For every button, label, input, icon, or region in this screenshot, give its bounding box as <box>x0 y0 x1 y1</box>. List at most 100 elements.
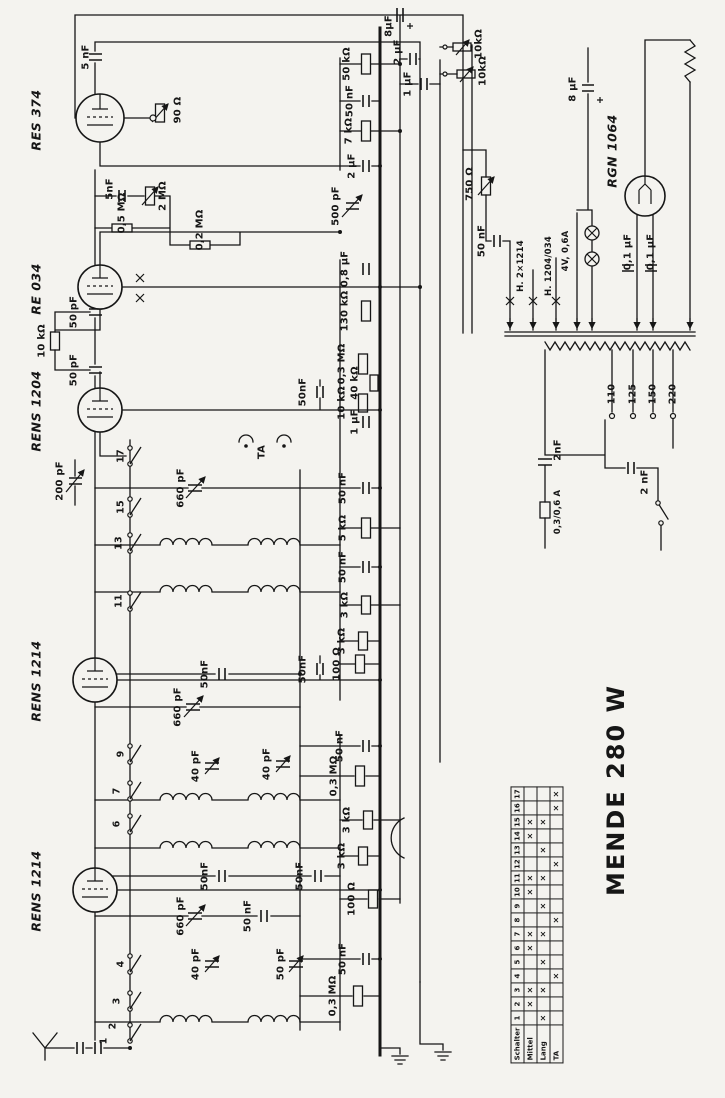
component-label: 3 kΩ <box>336 842 348 870</box>
tube-electrodes <box>82 94 652 898</box>
switch-contact-number: 1 <box>98 1037 110 1045</box>
component-label: 50nF <box>199 659 211 689</box>
antenna-and-ground <box>32 981 452 1065</box>
switch-contact-number: 4 <box>115 960 127 968</box>
tube-label: RENS 1204 <box>28 370 44 452</box>
component-label: 660 pF <box>172 687 184 727</box>
component-label: 660 pF <box>175 896 187 936</box>
component-label: 660 pF <box>175 468 187 508</box>
switch-contact-number: 15 <box>115 500 127 514</box>
switch-contact-number: 11 <box>113 594 125 608</box>
component-label: 50 pF <box>68 295 80 329</box>
component-label: 0,1 μF <box>622 233 634 271</box>
voltage-tap-label: 150 <box>647 383 659 405</box>
component-label: 50 nF <box>344 84 356 118</box>
component-label: 100 Ω <box>346 882 358 916</box>
terminals <box>149 44 677 420</box>
switch-contact-number: 13 <box>113 536 125 550</box>
tube-symbols <box>72 93 666 913</box>
component-label: 8 μF <box>567 76 579 102</box>
component-label: 10 kΩ <box>336 386 348 420</box>
component-label: 0,2 MΩ <box>194 209 206 251</box>
mains-switch-contact <box>658 520 664 526</box>
component-label: 50nF <box>297 377 309 407</box>
component-label: 50 nF <box>337 550 349 584</box>
fuse-symbol <box>539 501 551 519</box>
component-label: 2 μF <box>346 153 358 179</box>
heater-winding-label: H. 2×1214 <box>516 240 526 292</box>
component-label: 5 nF <box>80 44 92 70</box>
component-label: 130 kΩ <box>339 290 351 332</box>
x-marks <box>135 227 598 306</box>
switch-contact-number: 7 <box>111 787 123 795</box>
component-label: 0,3 MΩ <box>336 343 348 385</box>
mains-switch-contact <box>655 500 661 506</box>
coil-symbols <box>159 537 301 1023</box>
component-label: 7 kΩ <box>343 117 355 145</box>
component-label: 50 nF <box>242 899 254 933</box>
component-label: 50 pF <box>275 947 287 981</box>
switch-contact-number: 2 <box>107 1022 119 1030</box>
component-label: 5 kΩ <box>337 514 349 542</box>
component-label: 50 nF <box>337 471 349 505</box>
component-label: 50 nF <box>476 224 488 258</box>
component-label: 2 μF <box>392 39 404 65</box>
ta-jacks <box>238 434 405 859</box>
component-label: 2 MΩ <box>157 181 169 211</box>
switch-contact-number: 17 <box>115 449 127 463</box>
component-label: 50 kΩ <box>341 47 353 81</box>
resistor-symbols <box>49 42 551 1007</box>
voltage-tap-label: 125 <box>627 383 639 405</box>
component-label: 90 Ω <box>172 96 184 124</box>
voltage-tap-label: 110 <box>606 383 618 405</box>
component-label: 10kΩ <box>473 29 485 59</box>
voltage-tap-label: 220 <box>667 383 679 405</box>
component-label: 0,1 μF <box>645 233 657 271</box>
tube-label: RENS 1214 <box>28 850 44 932</box>
component-label: 3 kΩ <box>341 806 353 834</box>
switch-contact-number: 9 <box>115 750 127 758</box>
component-label: 100 Ω <box>331 647 343 681</box>
component-label: 50nF <box>297 654 309 684</box>
component-label: 1 μF <box>349 409 361 435</box>
component-label: 10 kΩ <box>36 324 48 358</box>
component-label: 2nF <box>552 439 564 461</box>
switch-contact-number: 3 <box>111 997 123 1005</box>
component-label: 40 pF <box>190 947 202 981</box>
heater-winding-label: H. 1204/034 <box>544 235 554 297</box>
component-label: 0,8 μF <box>339 250 351 288</box>
switch-contact-number: 6 <box>111 820 123 828</box>
component-label: 0,5 MΩ <box>116 192 128 234</box>
wiring <box>32 14 697 1065</box>
component-label: 5nF <box>104 178 116 200</box>
component-label: 50nF <box>294 861 306 891</box>
component-label: 1 μF <box>402 71 414 97</box>
component-label: 40 pF <box>261 747 273 781</box>
heater-winding-label: 4V, 0,6A <box>561 230 571 272</box>
fuse-label: 0,3/0,6 A <box>553 489 563 535</box>
component-label: 50 pF <box>68 353 80 387</box>
adjust-arrows <box>65 39 694 973</box>
junction-dots <box>128 62 422 1050</box>
tube-label: RGN 1064 <box>604 114 620 188</box>
component-label: 0,3 MΩ <box>328 755 340 797</box>
field-coil-zigzag <box>683 39 697 83</box>
component-label: 750 Ω <box>464 167 476 201</box>
component-label: 50nF <box>199 861 211 891</box>
component-label: 50 nF <box>337 942 349 976</box>
component-label: 8μF <box>383 15 395 37</box>
switch-blades <box>129 446 142 1042</box>
tube-label: RE 034 <box>28 263 44 315</box>
band-switch-contacts <box>127 445 664 1044</box>
page-title: MENDE 280 W <box>602 684 630 896</box>
component-label: 0,3 MΩ <box>327 975 339 1017</box>
tube-label: RES 374 <box>28 89 44 151</box>
component-label: 10kΩ <box>477 56 489 86</box>
component-label: 500 pF <box>330 186 342 226</box>
component-label: 40 pF <box>190 749 202 783</box>
ta-input-label: TA <box>256 444 268 460</box>
